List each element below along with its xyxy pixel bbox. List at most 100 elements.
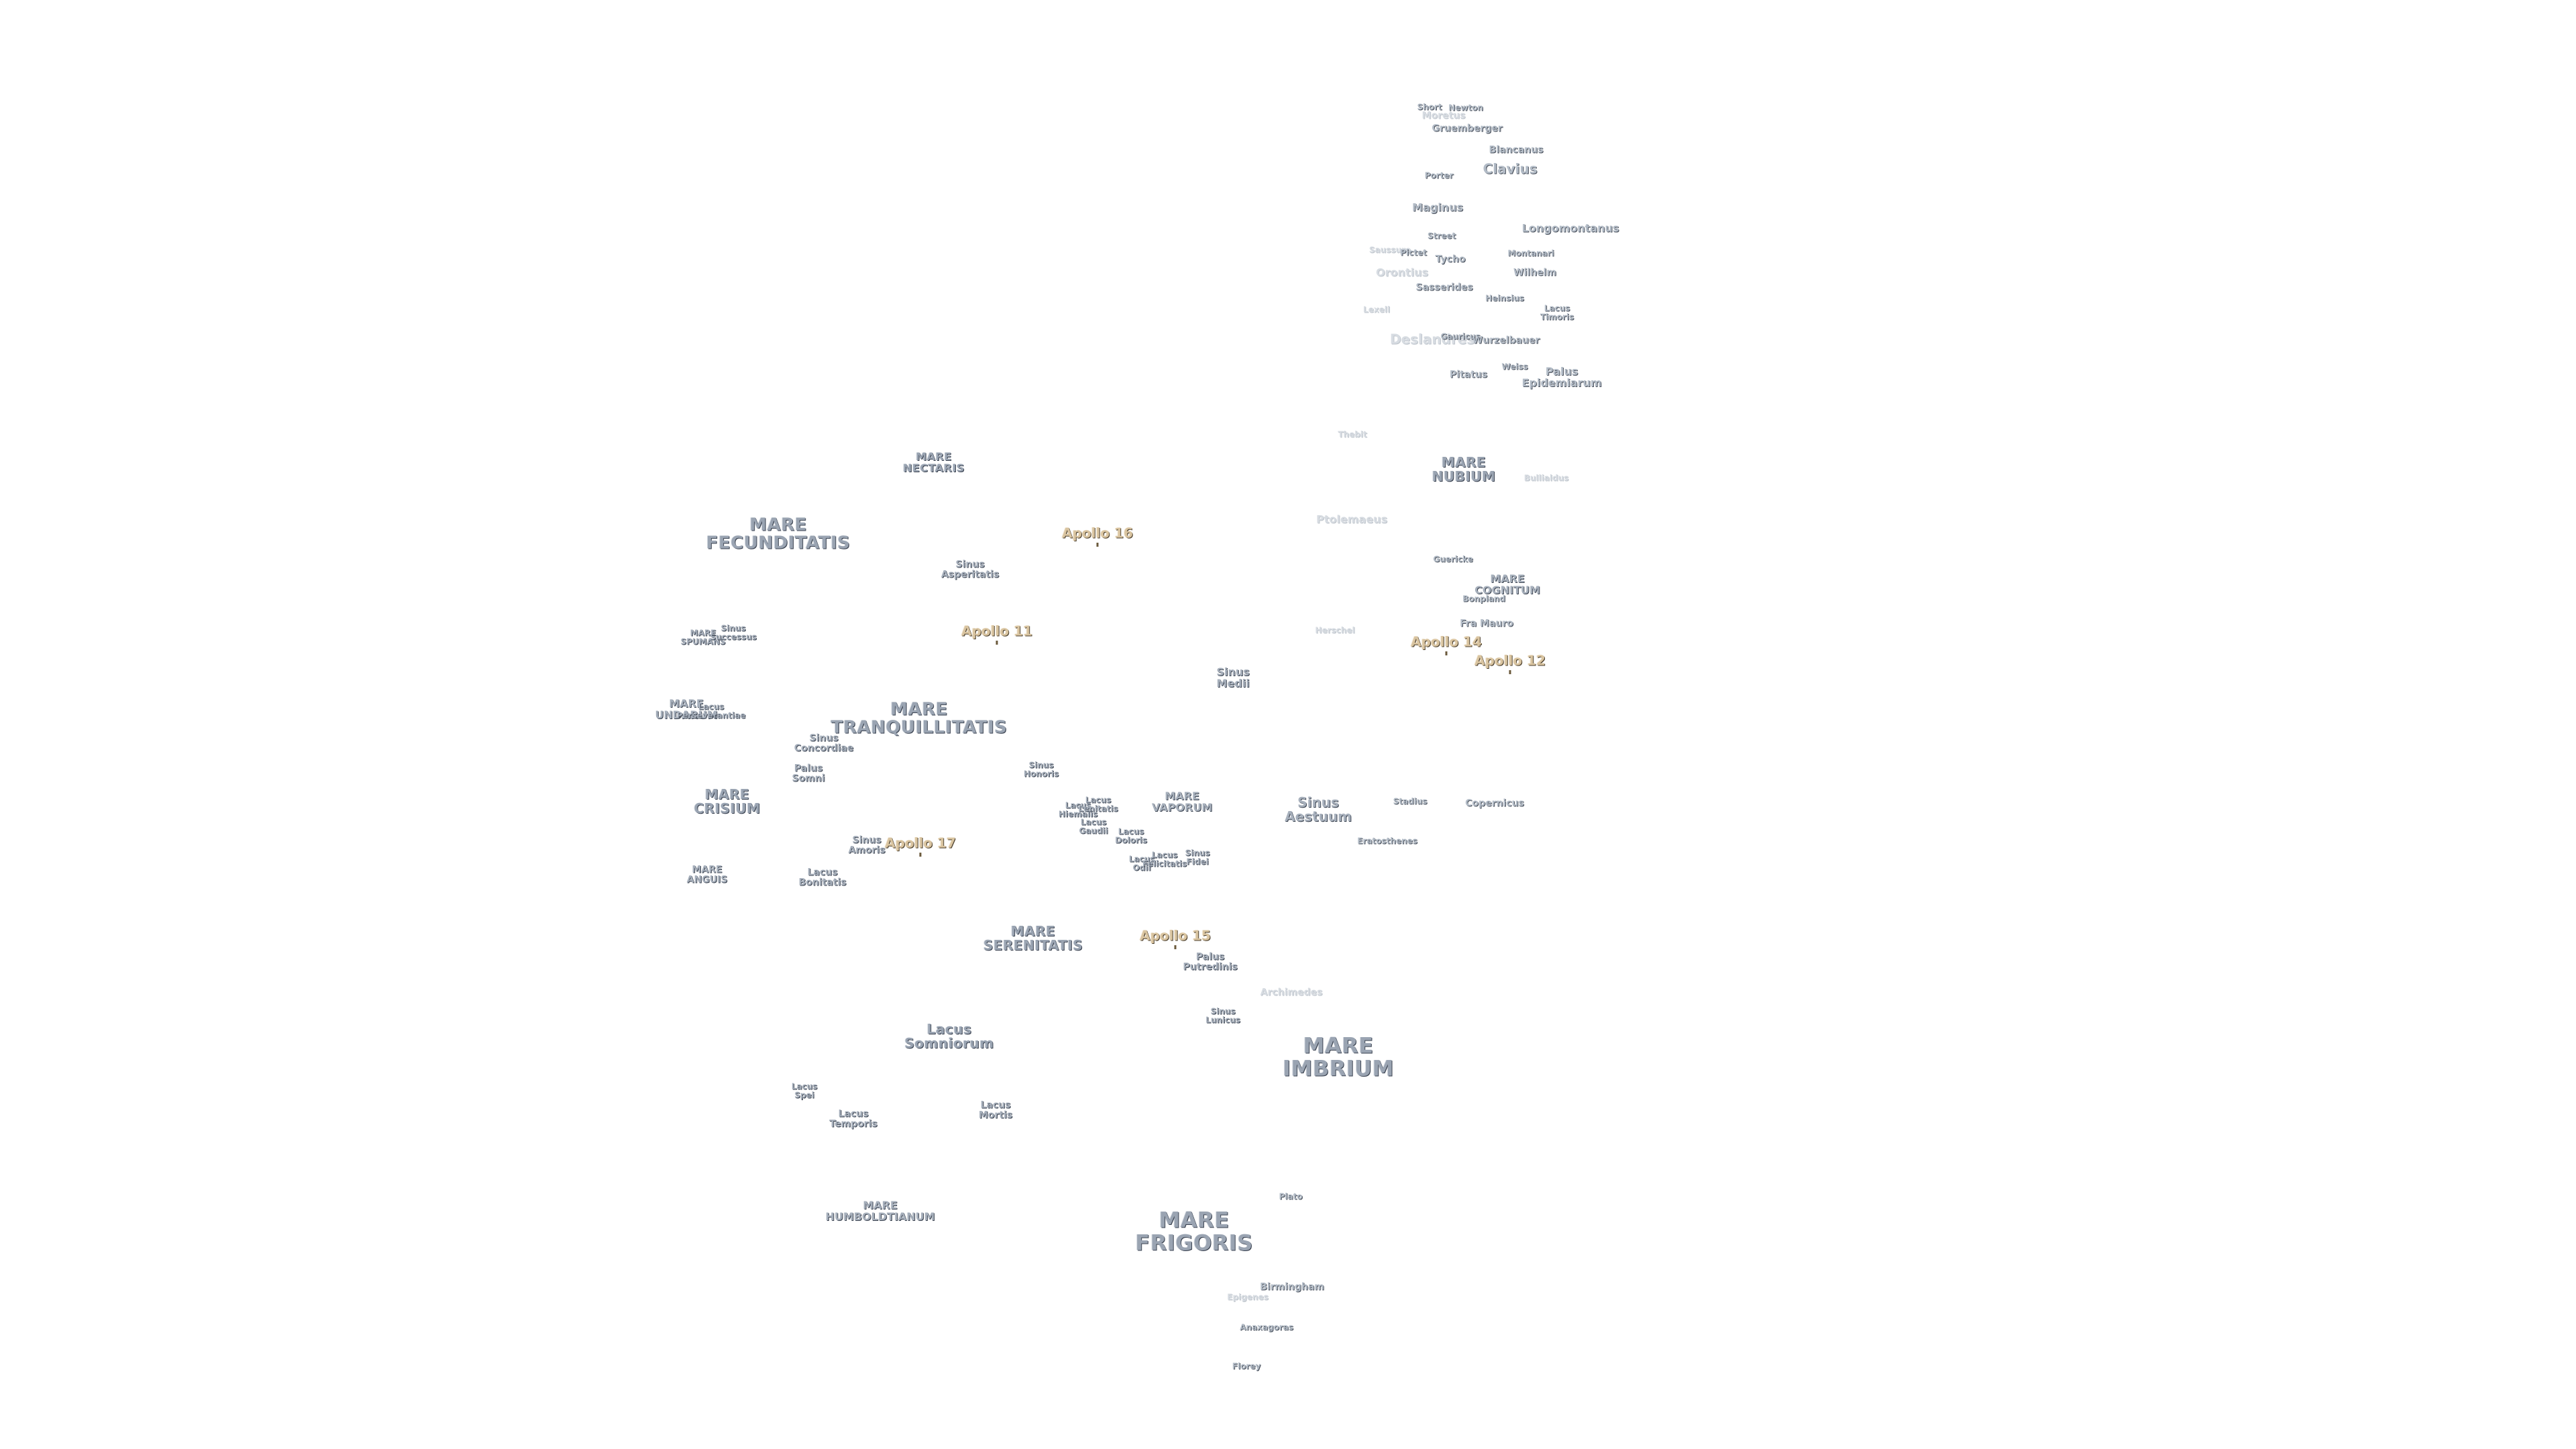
label-line: FECUNDITATIS	[706, 533, 851, 553]
label-line: Somniorum	[904, 1035, 994, 1051]
label-line: MARE	[1165, 790, 1199, 803]
label-line: Archimedes	[1260, 987, 1323, 998]
label-line: Eratosthenes	[1357, 836, 1417, 846]
label-line: Longomontanus	[1521, 221, 1619, 235]
label-line: Clavius	[1483, 160, 1538, 177]
label-line: Sinus	[1185, 848, 1210, 858]
label-sasserides: Sasserides	[1415, 282, 1472, 293]
label-line: Lacus	[1151, 850, 1178, 860]
label-ptolemaeus: Ptolemaeus	[1316, 513, 1387, 526]
apollo-site-apollo-17[interactable]: Apollo 17	[885, 835, 956, 851]
label-line: MARE	[692, 864, 722, 875]
label-plato: Plato	[1279, 1193, 1303, 1201]
label-line: Porter	[1424, 170, 1454, 180]
label-line: Sinus	[852, 835, 881, 846]
label-tycho: Tycho	[1435, 254, 1466, 265]
label-line: Spei	[794, 1090, 814, 1099]
label-line: Lacus	[1065, 800, 1091, 810]
label-blancanus: Blancanus	[1489, 144, 1544, 156]
label-line: Bonpland	[1462, 594, 1505, 604]
label-herschel: Herschel	[1315, 627, 1354, 635]
landing-marker-icon	[1174, 945, 1177, 949]
label-line: Lacus	[1080, 817, 1107, 827]
label-line: Sinus	[1028, 760, 1054, 770]
label-line: Palus	[794, 763, 823, 774]
label-line: Newton	[1448, 103, 1483, 113]
label-line: Moretus	[1421, 110, 1466, 121]
label-line: Blancanus	[1489, 144, 1544, 156]
landing-marker-icon	[996, 641, 998, 645]
label-line: MARE	[704, 786, 750, 802]
landing-marker-icon	[1445, 651, 1448, 655]
label-line: MARE	[863, 1199, 898, 1212]
label-line: SERENITATIS	[983, 937, 1083, 953]
label-street: Street	[1428, 232, 1456, 241]
label-florey: Florey	[1232, 1362, 1260, 1371]
label-line: Concordiae	[794, 743, 854, 753]
label-eratosthenes: Eratosthenes	[1357, 837, 1417, 846]
label-line: Ptolemaeus	[1316, 513, 1387, 526]
label-line: Tycho	[1435, 254, 1466, 265]
label-montanari: Montanari	[1507, 250, 1554, 258]
label-line: Wilhelm	[1513, 267, 1556, 278]
label-fra-mauro: Fra Mauro	[1460, 619, 1513, 629]
label-line: Palus	[1545, 365, 1578, 378]
label-orontius: Orontius	[1376, 266, 1428, 279]
label-line: Fra Mauro	[1460, 618, 1513, 629]
apollo-site-apollo-15[interactable]: Apollo 15	[1140, 927, 1211, 944]
label-line: MARE	[1441, 454, 1487, 470]
label-newton: Newton	[1448, 104, 1483, 113]
label-line: Epidemiarum	[1521, 376, 1602, 389]
label-line: Epigenes	[1227, 1292, 1269, 1302]
apollo-site-apollo-16[interactable]: Apollo 16	[1062, 525, 1133, 541]
label-line: Palus	[1195, 951, 1225, 963]
label-line: SPUMANS	[680, 637, 726, 646]
label-line: Doloris	[1115, 835, 1147, 845]
label-line: NUBIUM	[1432, 468, 1496, 484]
label-line: Saussure	[1368, 245, 1411, 255]
apollo-site-apollo-11[interactable]: Apollo 11	[961, 623, 1032, 639]
label-pictet: Pictet	[1400, 249, 1427, 258]
landing-marker-icon	[919, 853, 922, 857]
label-weiss: Weiss	[1501, 363, 1527, 372]
label-line: Orontius	[1376, 266, 1428, 279]
label-line: Lacus	[838, 1108, 869, 1120]
label-line: Lacus	[807, 867, 838, 878]
label-line: Mortis	[978, 1110, 1013, 1120]
label-bullialdus: Bullialdus	[1524, 474, 1569, 483]
label-line: Sinus	[1210, 1006, 1236, 1016]
apollo-site-apollo-14[interactable]: Apollo 14	[1411, 633, 1482, 650]
label-line: Gauricus	[1440, 331, 1481, 341]
label-line: CRISIUM	[694, 800, 761, 816]
label-line: Amoris	[848, 845, 885, 855]
apollo-site-apollo-12[interactable]: Apollo 12	[1474, 652, 1546, 669]
label-copernicus: Copernicus	[1465, 798, 1524, 809]
label-line: Short	[1417, 102, 1442, 112]
label-line: ANGUIS	[686, 874, 728, 885]
label-wilhelm: Wilhelm	[1513, 268, 1556, 278]
label-line: Sinus	[809, 733, 839, 744]
label-longomontanus: Longomontanus	[1522, 223, 1619, 235]
label-line: Deslandres	[1389, 331, 1475, 347]
